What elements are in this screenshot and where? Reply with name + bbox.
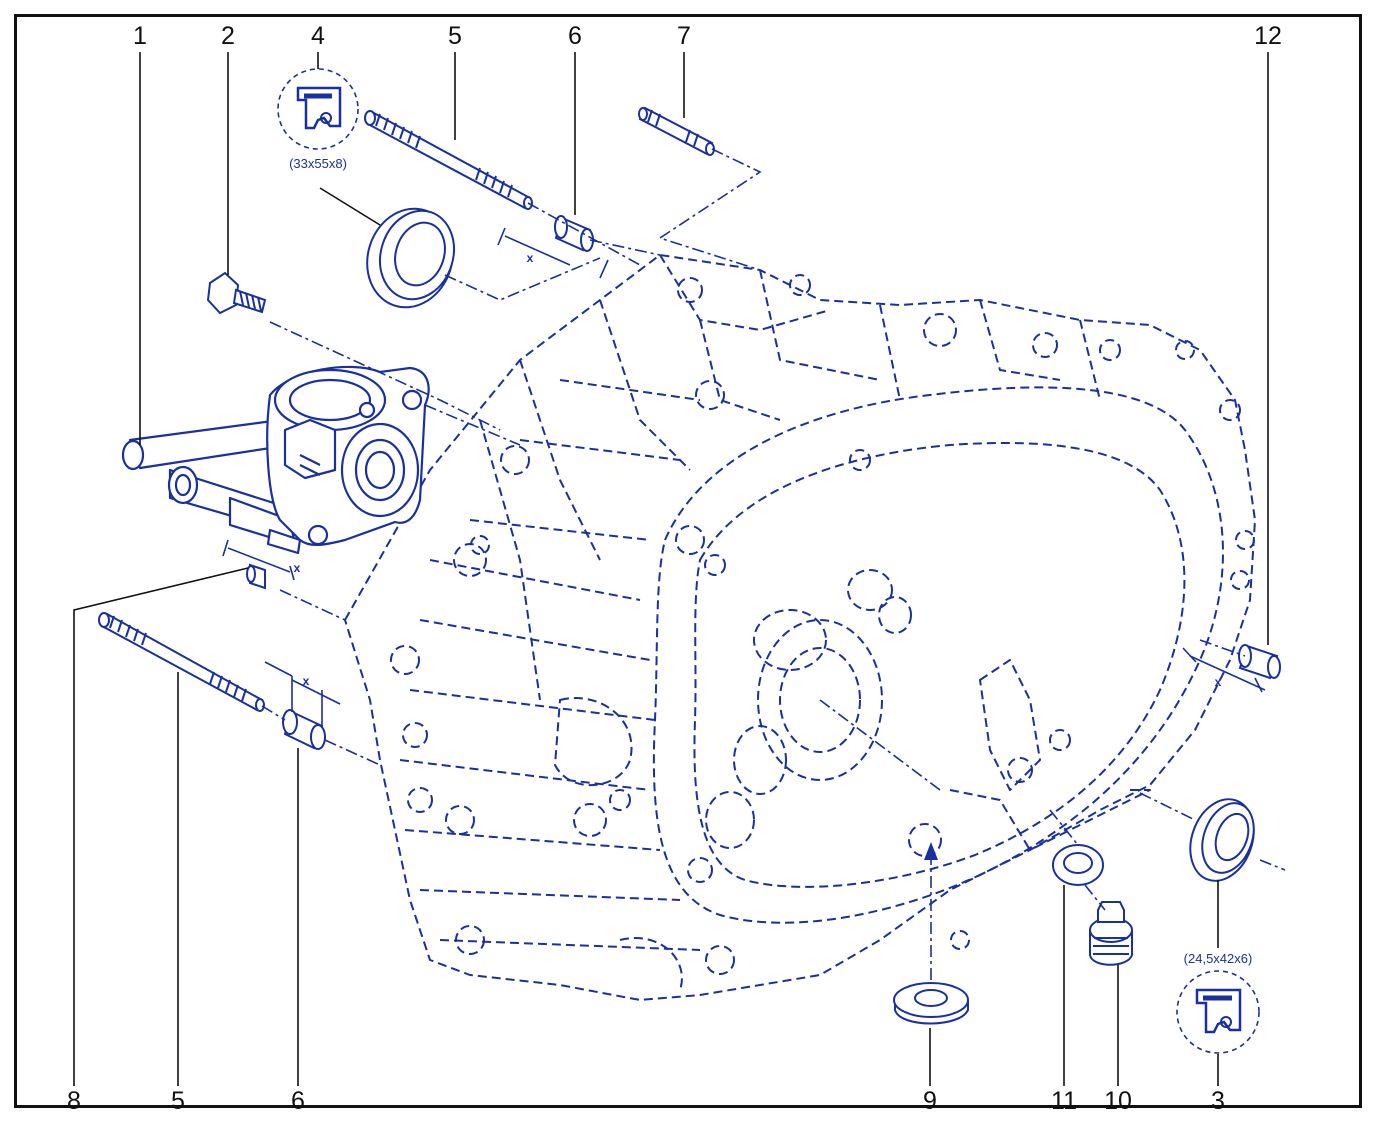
callout-5-top: 5 [448, 22, 462, 50]
callout-4: 4 [311, 22, 325, 50]
washer-9 [893, 982, 969, 1025]
callout-6-top: 6 [568, 22, 582, 50]
dowel-pin-8 [246, 563, 266, 590]
seal-size-label-bottom: (24,5x42x6) [1183, 951, 1253, 966]
callout-5-bottom: 5 [171, 1087, 185, 1115]
diagram-frame [14, 14, 1362, 1108]
dimension-label: x [526, 251, 534, 265]
stud-5-bottom [98, 612, 265, 712]
callout-1: 1 [133, 22, 147, 50]
seal-size-label-top: (33x55x8) [289, 156, 347, 171]
gearbox-housing [344, 254, 1256, 1001]
oil-seal-3 [1189, 798, 1255, 882]
assembly-lines [261, 148, 1286, 980]
sleeve-6-top [554, 215, 594, 252]
drain-plug-10 [1089, 901, 1133, 966]
dimension-label: x [293, 561, 301, 575]
callout-2: 2 [221, 22, 235, 50]
leader-lines [73, 52, 1269, 1086]
slave-cylinder [121, 365, 430, 555]
dimension-marks [222, 227, 1266, 726]
dimension-label: x [302, 674, 310, 688]
callout-6-bottom: 6 [291, 1087, 305, 1115]
sleeve-12 [1238, 644, 1281, 680]
callout-11: 11 [1051, 1087, 1077, 1115]
dimension-label: x [1214, 675, 1222, 689]
lip-seal-profile-icon [1176, 970, 1260, 1054]
stud-7 [638, 106, 715, 156]
callout-3: 3 [1211, 1087, 1225, 1115]
callout-7: 7 [677, 22, 691, 50]
callout-12: 12 [1254, 22, 1282, 50]
sealing-washer-11 [1052, 844, 1104, 886]
oil-seal-4 [366, 207, 455, 309]
callout-10: 10 [1104, 1087, 1132, 1115]
bolt-2 [206, 271, 267, 315]
lip-seal-profile-icon [277, 68, 359, 150]
assembly-arrow [924, 842, 938, 860]
sleeve-6-bottom [282, 709, 326, 750]
callout-8: 8 [67, 1087, 81, 1115]
stud-5-top [364, 110, 533, 210]
callout-9: 9 [923, 1087, 937, 1115]
